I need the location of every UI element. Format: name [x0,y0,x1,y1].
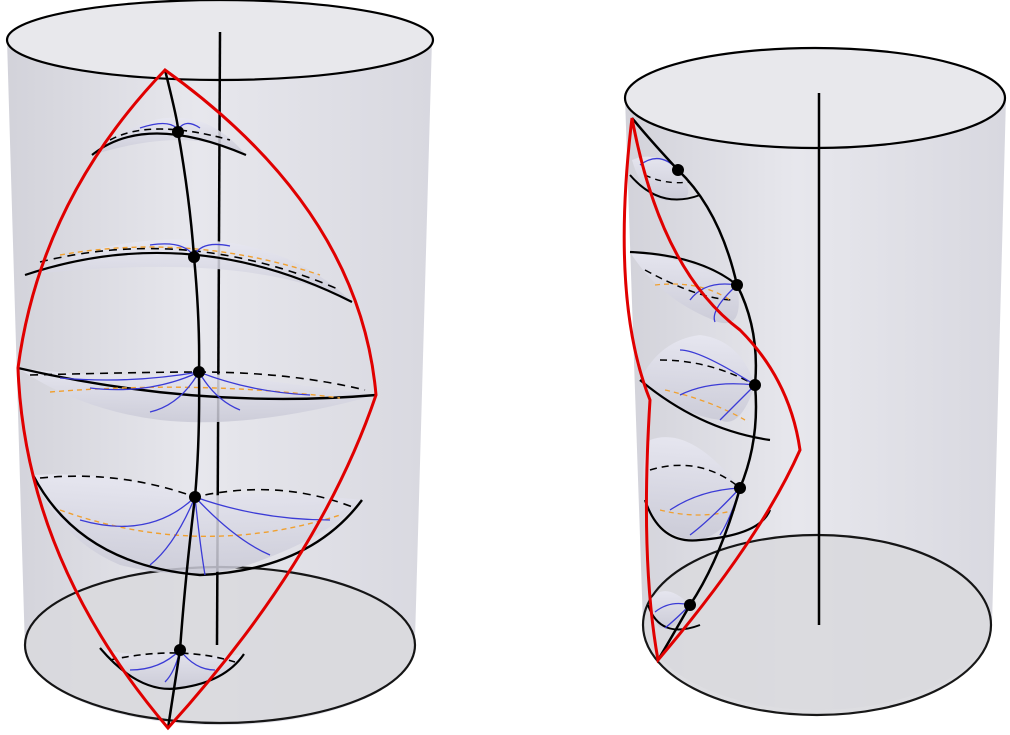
left-slice-4 [31,474,363,577]
right-point-1 [672,164,684,176]
left-point-1 [172,126,184,138]
left-cylinder [5,0,435,731]
right-point-5 [684,599,696,611]
left-boundary-curve [16,68,378,731]
left-point-2 [188,251,200,263]
left-point-4 [189,491,201,503]
left-point-5 [174,644,186,656]
right-point-3 [749,379,761,391]
left-point-3 [193,366,205,378]
right-point-2 [731,279,743,291]
right-bottom-cap [641,533,993,717]
right-top-cap [623,46,1007,150]
left-bottom-cap [23,565,417,725]
right-point-4 [734,482,746,494]
right-boundary-curve [622,117,802,664]
right-cylinder [622,46,1007,717]
